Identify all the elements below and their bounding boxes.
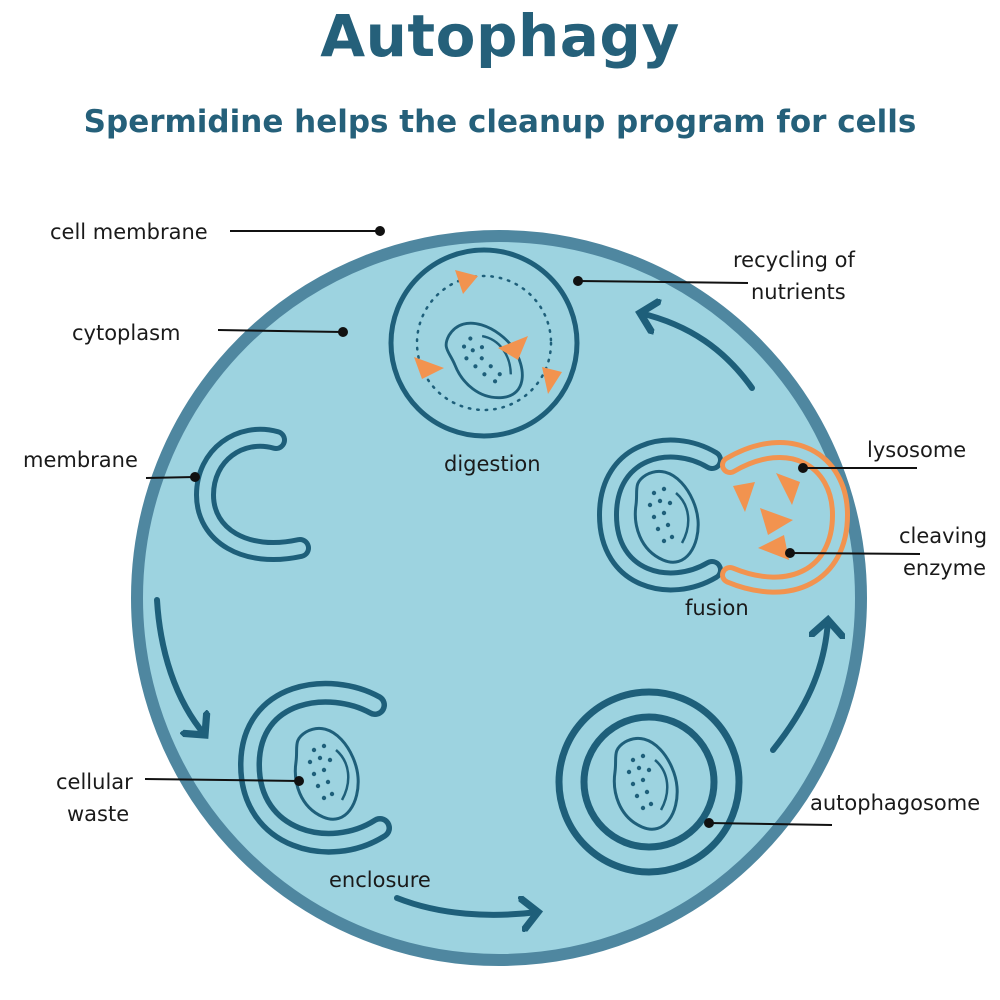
label-cleaving-enzyme-line1: cleaving <box>899 524 987 548</box>
page-subtitle: Spermidine helps the cleanup program for… <box>83 104 917 140</box>
digestion-vesicle <box>388 247 580 439</box>
label-digestion: digestion <box>444 452 541 476</box>
enclosure-phagophore <box>237 680 392 855</box>
page-title: Autophagy <box>320 2 680 70</box>
label-fusion: fusion <box>685 596 749 620</box>
arrow-membrane-to-enclosure <box>154 597 205 735</box>
label-autophagosome: autophagosome <box>810 791 980 815</box>
leader-cleaving-enzyme <box>789 552 921 555</box>
enzyme-icon <box>758 535 789 560</box>
label-cellular-waste-line2: waste <box>67 802 129 826</box>
autophagosome-vesicle <box>555 688 743 876</box>
enzyme-icon <box>542 367 562 394</box>
enzyme-icon <box>455 270 478 294</box>
leader-cytoplasm <box>217 329 344 333</box>
arrow-enclosure-to-autophagosome <box>394 898 538 915</box>
label-cellular-waste-line1: cellular <box>56 770 133 794</box>
label-cytoplasm: cytoplasm <box>72 321 181 345</box>
label-recycling-line2: nutrients <box>751 280 846 304</box>
label-cell-membrane: cell membrane <box>50 220 208 244</box>
enzyme-icon <box>760 508 793 535</box>
arrow-autophagosome-to-fusion <box>770 620 828 753</box>
label-cleaving-enzyme-line2: enzyme <box>903 556 986 580</box>
cell-body <box>131 230 867 966</box>
enzyme-icon <box>776 473 800 505</box>
leader-recycling <box>577 280 749 284</box>
enzyme-icon <box>414 357 444 379</box>
enzyme-icon <box>498 336 528 360</box>
arrow-fusion-to-digestion <box>640 313 755 391</box>
fusion-vesicle <box>596 437 723 593</box>
label-lysosome: lysosome <box>867 438 966 462</box>
enzyme-icon <box>733 482 755 512</box>
lysosome-shape <box>720 439 851 595</box>
label-membrane: membrane <box>23 448 138 472</box>
label-recycling-line1: recycling of <box>733 248 855 272</box>
leader-cellular-waste <box>144 778 300 782</box>
label-enclosure: enclosure <box>329 868 431 892</box>
leader-autophagosome <box>708 822 833 826</box>
leader-membrane <box>145 476 196 479</box>
